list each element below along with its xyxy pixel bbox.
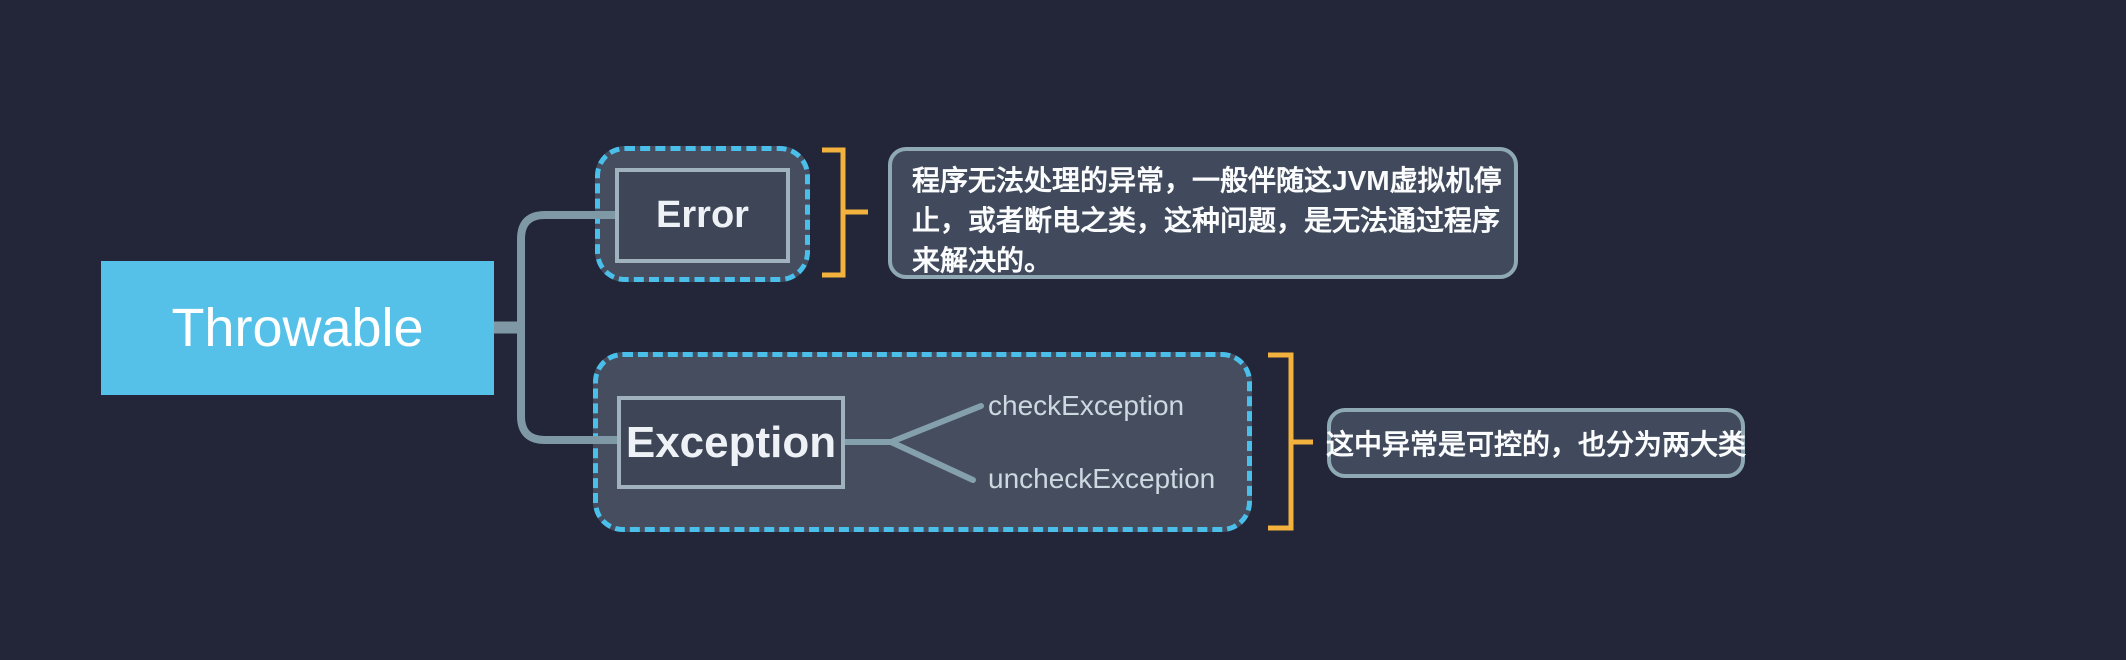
topic-exception-label: Exception: [625, 417, 837, 467]
note-error-line-1: 程序无法处理的异常，一般伴随这JVM虚拟机停: [912, 165, 1502, 196]
topic-check-exception[interactable]: checkException: [988, 390, 1185, 421]
topic-throwable-label: Throwable: [171, 298, 424, 358]
summary-bracket-exception: [1268, 352, 1313, 531]
summary-note-error[interactable]: 程序无法处理的异常，一般伴随这JVM虚拟机停 止，或者断电之类，这种问题，是无法…: [888, 147, 1518, 279]
note-error-line-3: 来解决的。: [912, 245, 1053, 276]
note-exception-text: 这中异常是可控的，也分为两大类: [1326, 429, 1747, 460]
summary-bracket-error: [822, 147, 868, 278]
topic-uncheck-exception[interactable]: uncheckException: [988, 463, 1216, 494]
topic-error[interactable]: Error: [615, 168, 790, 263]
summary-note-exception[interactable]: 这中异常是可控的，也分为两大类: [1326, 408, 1747, 478]
note-error-line-2: 止，或者断电之类，这种问题，是无法通过程序: [912, 205, 1501, 236]
topic-exception[interactable]: Exception: [617, 396, 845, 489]
topic-throwable[interactable]: Throwable: [101, 261, 494, 395]
topic-error-label: Error: [656, 194, 749, 236]
